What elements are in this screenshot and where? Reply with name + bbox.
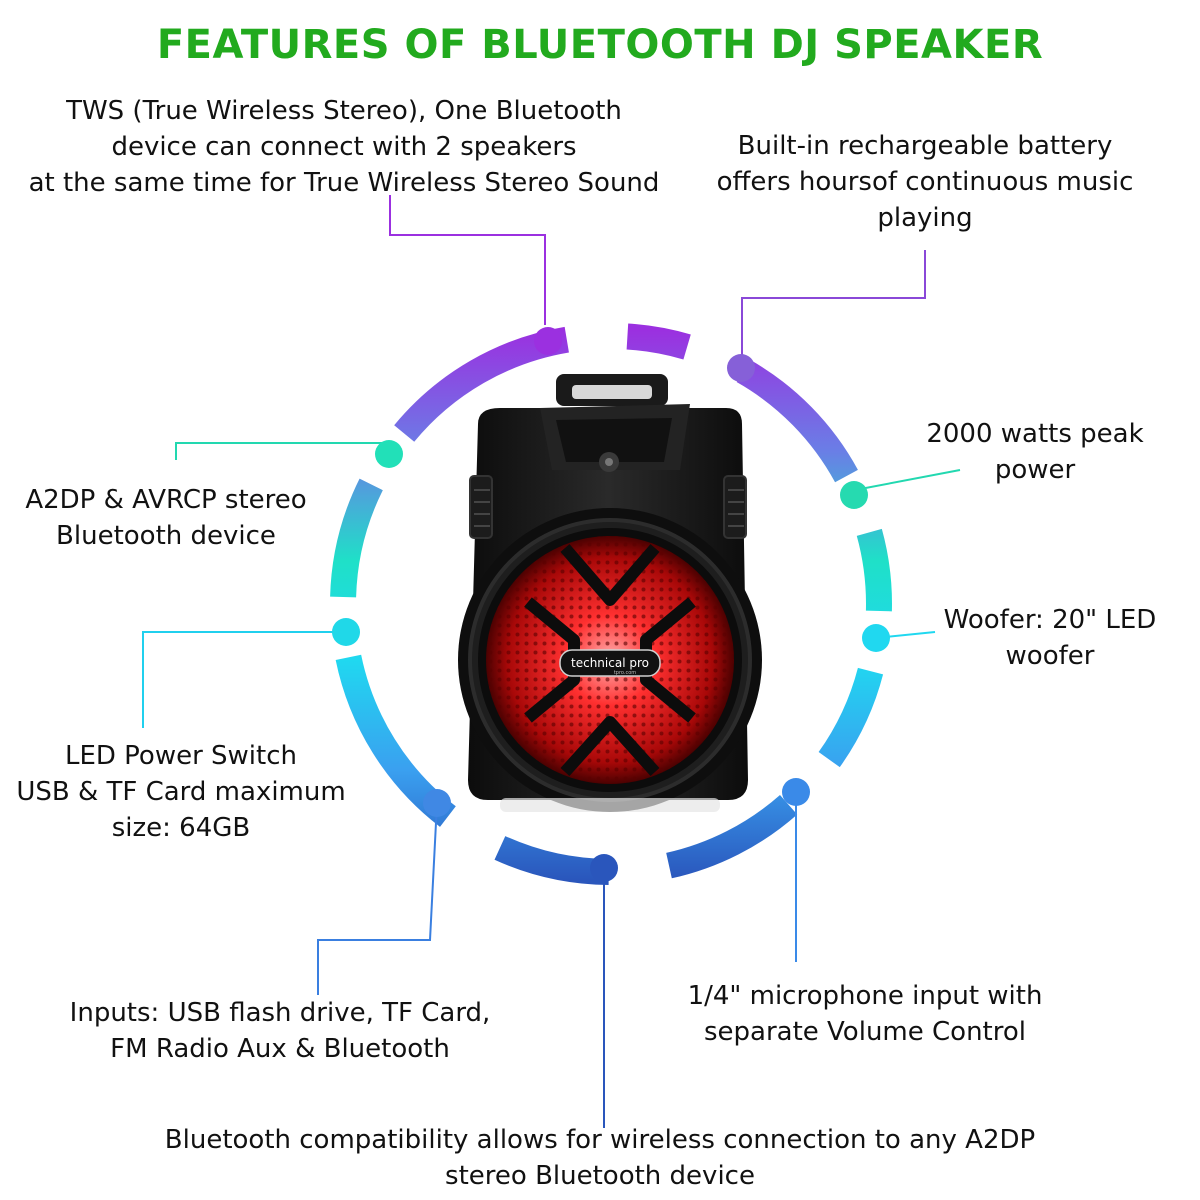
connector-lines	[142, 195, 961, 1128]
feature-power-line2: power	[994, 455, 1076, 485]
dot-woofer	[862, 624, 890, 652]
brand-logo: technical pro	[571, 656, 649, 670]
feature-tws-line1: TWS (True Wireless Stereo), One Bluetoot…	[66, 96, 622, 126]
feature-led: LED Power Switch USB & TF Card maximum s…	[0, 738, 362, 846]
connector-inputs	[317, 802, 438, 995]
ring-segment	[330, 478, 383, 598]
feature-tws: TWS (True Wireless Stereo), One Bluetoot…	[4, 93, 684, 201]
ring-segment	[665, 794, 798, 879]
connector-a2dp	[175, 442, 391, 460]
dot-compat	[590, 854, 618, 882]
connector-led	[142, 631, 345, 728]
feature-inputs: Inputs: USB flash drive, TF Card, FM Rad…	[40, 995, 520, 1067]
feature-mic-line1: 1/4" microphone input with	[687, 981, 1043, 1011]
feature-power: 2000 watts peak power	[900, 416, 1170, 488]
feature-compat: Bluetooth compatibility allows for wirel…	[100, 1122, 1100, 1194]
feature-woofer: Woofer: 20" LED woofer	[925, 602, 1175, 674]
connector-tws	[389, 195, 546, 325]
feature-mic: 1/4" microphone input with separate Volu…	[640, 978, 1090, 1050]
dot-inputs	[423, 789, 451, 817]
feature-a2dp: A2DP & AVRCP stereo Bluetooth device	[6, 482, 326, 554]
feature-inputs-line1: Inputs: USB flash drive, TF Card,	[69, 998, 491, 1028]
feature-battery-line3: playing	[877, 203, 973, 233]
ring-segment	[626, 323, 691, 360]
dot-a2dp	[375, 440, 403, 468]
page-title: FEATURES OF BLUETOOTH DJ SPEAKER	[156, 22, 1044, 68]
ring-segment	[856, 528, 892, 612]
dot-led	[332, 618, 360, 646]
connector-power	[854, 469, 961, 491]
feature-power-line1: 2000 watts peak	[926, 419, 1144, 449]
dot-mic	[782, 778, 810, 806]
ring-segment	[736, 359, 858, 483]
feature-battery-line1: Built-in rechargeable battery	[737, 131, 1113, 161]
brand-sub: tpro.com	[614, 670, 636, 676]
feature-compat-line2: stereo Bluetooth device	[445, 1161, 755, 1191]
feature-led-line2: USB & TF Card maximum	[16, 777, 346, 807]
feature-battery-line2: offers hoursof continuous music	[716, 167, 1134, 197]
ring-dots	[332, 327, 890, 882]
feature-compat-line1: Bluetooth compatibility allows for wirel…	[164, 1125, 1036, 1155]
feature-tws-line3: at the same time for True Wireless Stere…	[28, 168, 660, 198]
dot-tws	[534, 327, 562, 355]
feature-led-line1: LED Power Switch	[64, 741, 298, 771]
dot-power	[840, 481, 868, 509]
feature-a2dp-line1: A2DP & AVRCP stereo	[25, 485, 307, 515]
feature-inputs-line2: FM Radio Aux & Bluetooth	[110, 1034, 450, 1064]
dot-battery	[727, 354, 755, 382]
speaker-image: technical pro tpro.com	[458, 374, 762, 812]
feature-battery: Built-in rechargeable battery offers hou…	[700, 128, 1150, 236]
feature-led-line3: size: 64GB	[111, 813, 251, 843]
feature-mic-line2: separate Volume Control	[703, 1017, 1026, 1047]
connector-battery	[741, 250, 926, 355]
feature-tws-line2: device can connect with 2 speakers	[111, 132, 577, 162]
feature-woofer-line1: Woofer: 20" LED	[943, 605, 1157, 635]
ring-segment	[818, 667, 884, 768]
feature-woofer-line2: woofer	[1005, 641, 1095, 671]
feature-a2dp-line2: Bluetooth device	[56, 521, 276, 551]
